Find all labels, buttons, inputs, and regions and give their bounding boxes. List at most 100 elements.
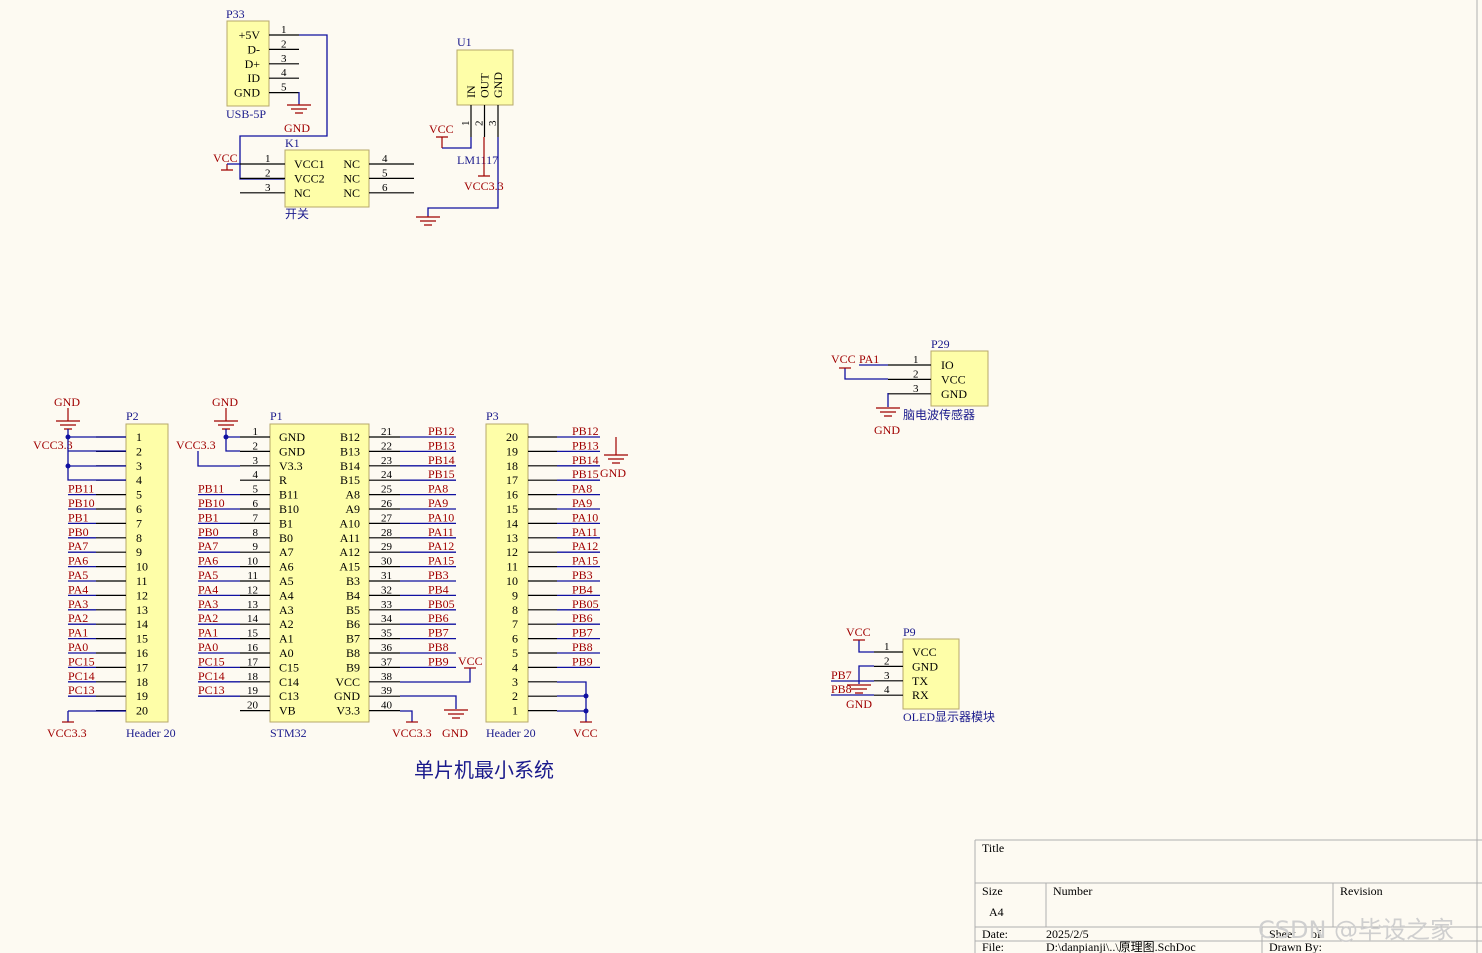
p1-body — [269, 423, 370, 723]
p3-pin-number: 19 — [506, 444, 518, 458]
p33-gnd-label: GND — [284, 121, 310, 135]
p9-signal-wires — [831, 680, 874, 696]
p2-net-label: PC14 — [68, 669, 95, 683]
p2-power-wires — [67, 429, 126, 481]
p1-pin-number: 14 — [247, 613, 259, 625]
tb-date-value: 2025/2/5 — [1046, 927, 1089, 941]
p1-pin-number: 35 — [381, 628, 393, 640]
u1-pin-number: 3 — [487, 120, 499, 126]
p1-pin-number: 7 — [253, 512, 259, 524]
k1-vcc-symbol — [221, 164, 233, 171]
p9-comment: OLED显示器模块 — [903, 710, 995, 724]
p3-net-label: PB6 — [572, 611, 593, 625]
p3-pin-number: 4 — [512, 660, 518, 674]
p2-header[interactable]: P2 1234567891011121314151617181920PB11PB… — [33, 395, 176, 740]
p9-gnd-label: GND — [846, 697, 872, 711]
p9-pin-name: GND — [912, 659, 938, 673]
p1-net-label: PB1 — [198, 510, 219, 524]
p29-pin-number: 1 — [913, 354, 919, 366]
p29-pin-number: 2 — [913, 368, 919, 380]
p1-net-label: PA9 — [428, 496, 448, 510]
p1-pin-number: 31 — [381, 570, 392, 582]
tb-file-value: D:\danpianji\..\原理图.SchDoc — [1046, 940, 1196, 953]
tb-of-label: of — [1311, 927, 1321, 941]
p3-pin-number: 16 — [506, 488, 518, 502]
p1-net-label: PA5 — [198, 568, 218, 582]
p1-gnd-bottom-symbol — [444, 709, 468, 719]
p1-pin-name: B1 — [279, 516, 293, 530]
p1-pin-number: 1 — [253, 426, 259, 438]
p33-pin-number: 3 — [281, 53, 287, 65]
p3-pins: 2019181716151413121110987654321PB12PB13P… — [506, 424, 600, 718]
p1-pin-number: 22 — [381, 440, 392, 452]
p2-pin-number: 3 — [136, 459, 142, 473]
p9-vcc-label: VCC — [846, 625, 871, 639]
p3-pin-number: 11 — [506, 560, 518, 574]
p3-net-label: PB13 — [572, 438, 599, 452]
u1-pin-number: 1 — [460, 121, 472, 127]
p2-body — [125, 423, 169, 723]
p3-net-label: PB7 — [572, 626, 593, 640]
p1-pin-name: A15 — [339, 560, 360, 574]
p9-pin-number: 3 — [884, 670, 890, 682]
p3-header[interactable]: P3 2019181716151413121110987654321PB12PB… — [485, 409, 626, 740]
p2-net-label: PC13 — [68, 683, 95, 697]
p1-pin-name: VB — [279, 704, 296, 718]
p29-designator: P29 — [931, 337, 950, 351]
p3-pin-number: 5 — [512, 646, 518, 660]
p1-v33-bottom-wire — [400, 710, 413, 722]
p1-net-label: PA4 — [198, 582, 218, 596]
p1-pin-name: A7 — [279, 545, 294, 559]
p2-net-label: PC15 — [68, 654, 95, 668]
tb-drawn-label: Drawn By: — [1269, 940, 1322, 953]
p1-pin-name: B11 — [279, 488, 299, 502]
p1-net-label: PB13 — [428, 438, 455, 452]
p1-pin-number: 37 — [381, 656, 393, 668]
p3-comment: Header 20 — [486, 726, 536, 740]
p1-pin-name: A5 — [279, 574, 294, 588]
p29-vcc-wire — [844, 368, 888, 380]
p1-pin-number: 6 — [253, 498, 259, 510]
p9-pin-name: VCC — [912, 645, 937, 659]
k1-comment: 开关 — [285, 207, 309, 221]
u1-vcc33-symbol — [478, 137, 490, 177]
p1-pin-number: 20 — [247, 700, 259, 712]
p29-pin-number: 3 — [913, 383, 919, 395]
p1-pin-name: A6 — [279, 560, 294, 574]
p1-net-label: PA1 — [198, 626, 218, 640]
p1-net-label: PB3 — [428, 568, 449, 582]
p9-pin-number: 1 — [884, 641, 890, 653]
p1-gnd-wire — [400, 695, 457, 709]
p9-pin-number: 2 — [884, 655, 890, 667]
p3-net-label: PA8 — [572, 482, 592, 496]
p33-designator: P33 — [226, 7, 245, 21]
p1-pin-name: B12 — [340, 430, 360, 444]
p9-pin-name: TX — [912, 674, 928, 688]
p3-net-label: PB12 — [572, 424, 599, 438]
p1-pin-name: VCC — [335, 675, 360, 689]
p1-pin-name: B0 — [279, 531, 293, 545]
p1-vcc-label: VCC — [458, 654, 483, 668]
p3-net-label: PA15 — [572, 554, 598, 568]
k1-pin-number: 5 — [382, 167, 388, 179]
p2-pin-number: 5 — [136, 488, 142, 502]
p1-net-label: PB4 — [428, 582, 449, 596]
p2-pin-number: 9 — [136, 545, 142, 559]
k1-vcc-label: VCC — [213, 151, 238, 165]
p33-comment: USB-5P — [226, 107, 266, 121]
p1-pin-name: A4 — [279, 588, 294, 602]
p1-pin-number: 24 — [381, 469, 393, 481]
p2-pin-number: 2 — [136, 444, 142, 458]
p9-body — [902, 638, 960, 710]
p2-comment: Header 20 — [126, 726, 176, 740]
p3-pin-number: 12 — [506, 545, 518, 559]
